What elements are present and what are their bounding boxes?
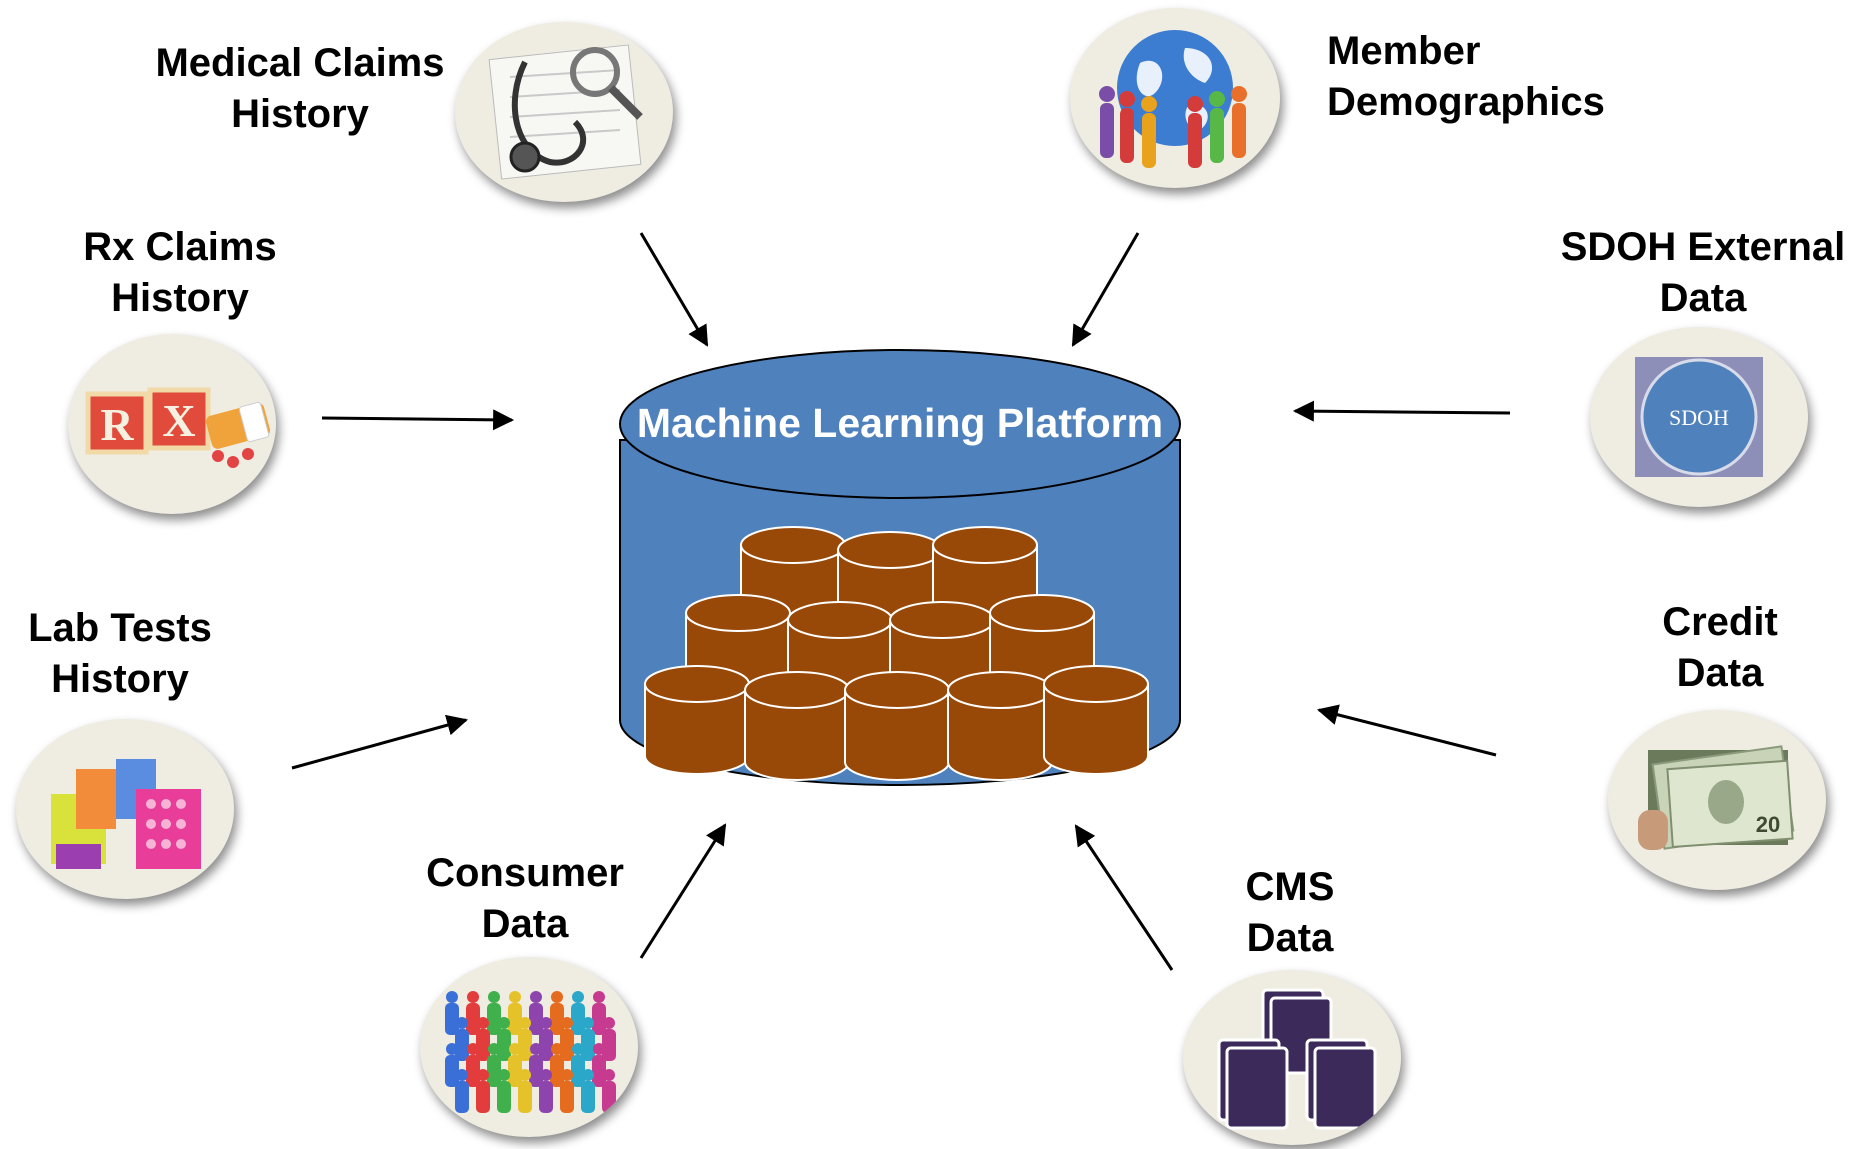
- label-credit: Credit Data: [1620, 597, 1820, 699]
- label-consumer: Consumer Data: [410, 848, 640, 950]
- label-line1: Lab Tests: [28, 606, 212, 650]
- test-tubes-icon: [16, 719, 234, 899]
- label-medical-claims: Medical Claims History: [140, 38, 460, 140]
- label-line1: CMS: [1245, 865, 1335, 909]
- arrow-member-demographics: [1071, 232, 1140, 347]
- dollar-bills-icon: 20: [1608, 710, 1826, 890]
- label-lab-tests: Lab Tests History: [15, 603, 225, 705]
- bill-value-text: 20: [1756, 812, 1780, 837]
- label-cms: CMS Data: [1190, 862, 1390, 964]
- database-cylinder: [1043, 665, 1149, 775]
- arrow-credit: [1316, 704, 1497, 757]
- label-line1: Consumer: [426, 851, 624, 895]
- arrow-sdoh: [1292, 400, 1511, 422]
- arrow-lab-tests: [291, 714, 469, 770]
- label-rx-claims: Rx Claims History: [45, 222, 315, 324]
- label-line2: Data: [1676, 651, 1764, 695]
- arrow-consumer: [639, 823, 727, 959]
- database-cylinder: [744, 671, 850, 781]
- database-cylinder: [947, 671, 1053, 781]
- label-line2: Demographics: [1327, 80, 1605, 124]
- label-line1: Member: [1327, 29, 1481, 73]
- binders-icon: [1183, 970, 1401, 1145]
- arrow-medical-claims: [639, 232, 709, 347]
- database-cylinder: [644, 665, 750, 775]
- sdoh-badge-icon: SDOH: [1590, 327, 1808, 507]
- label-line2: History: [231, 92, 369, 136]
- label-member-demographics: Member Demographics: [1327, 26, 1605, 128]
- arrow-cms: [1074, 824, 1174, 971]
- label-line2: Data: [1659, 276, 1747, 320]
- database-stack: [644, 526, 1149, 781]
- label-line2: History: [111, 276, 249, 320]
- label-line1: SDOH External: [1560, 225, 1846, 269]
- crowd-icon: [420, 957, 638, 1137]
- label-line1: Credit: [1662, 600, 1778, 644]
- label-line2: Data: [1246, 916, 1334, 960]
- label-line1: Medical Claims: [155, 41, 445, 85]
- globe-people-icon: [1070, 8, 1280, 188]
- svg-text:R: R: [100, 399, 134, 450]
- platform-title: Machine Learning Platform: [636, 400, 1164, 446]
- label-line1: Rx Claims: [83, 225, 277, 269]
- rx-pills-icon: R X: [68, 334, 276, 514]
- label-sdoh: SDOH External Data: [1548, 222, 1858, 324]
- svg-text:X: X: [162, 395, 195, 446]
- database-cylinder: [844, 671, 950, 781]
- label-line2: Data: [481, 902, 569, 946]
- label-line2: History: [51, 657, 189, 701]
- stethoscope-icon: [455, 22, 673, 202]
- sdoh-badge-text: SDOH: [1669, 405, 1729, 430]
- arrow-rx-claims: [321, 409, 515, 431]
